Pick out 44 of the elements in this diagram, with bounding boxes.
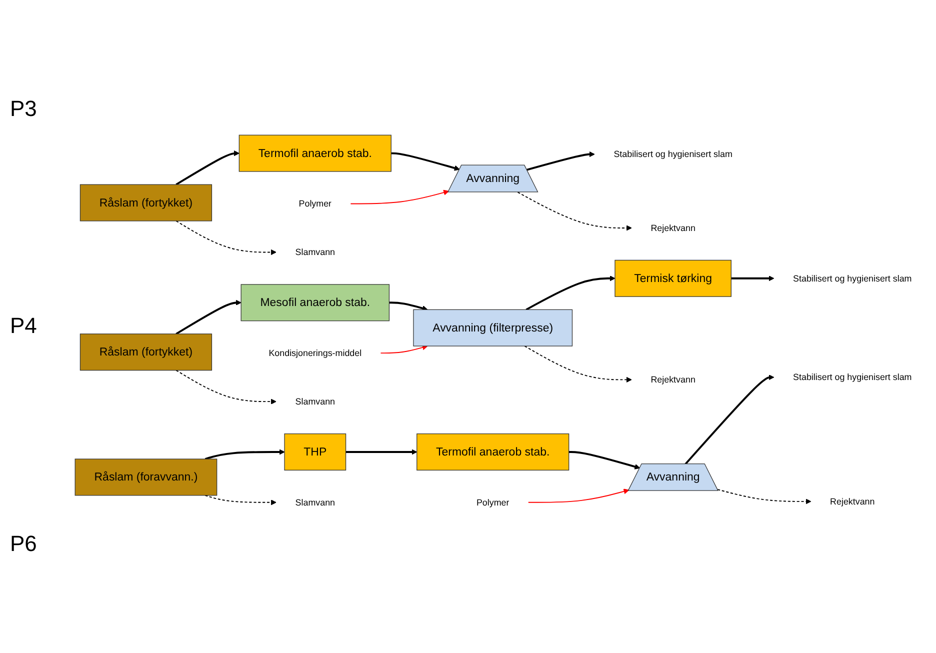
arrow — [684, 374, 774, 464]
arrow — [568, 450, 640, 469]
node-text: Stabilisert og hygienisert slam — [793, 371, 912, 382]
node-box: Termofil anaerob stab. — [238, 134, 392, 172]
node-box: Mesofil anaerob stab. — [240, 284, 390, 321]
arrow — [524, 345, 632, 382]
node-box: Råslam (fortykket) — [80, 184, 212, 221]
arrow — [731, 275, 774, 281]
arrow — [526, 151, 595, 170]
node-box: Råslam (fortykket) — [80, 333, 212, 370]
arrow — [204, 448, 285, 460]
arrow — [717, 488, 812, 504]
row-label: P3 — [10, 96, 38, 122]
node-text: Rejektvann — [650, 374, 696, 384]
arrow — [176, 369, 276, 404]
node-box: THP — [284, 433, 346, 470]
arrow — [346, 448, 418, 454]
node-text: Rejektvann — [650, 222, 696, 232]
arrow — [391, 152, 460, 170]
row-label: P4 — [10, 313, 38, 340]
node-text: Stabilisert og hygienisert slam — [614, 148, 732, 159]
arrow — [350, 189, 450, 204]
node-text: Stabilisert og hygienisert slam — [793, 272, 912, 283]
node-box: Termofil anaerob stab. — [416, 433, 570, 470]
row-label: P6 — [10, 531, 38, 558]
node-text: Slamvann — [295, 396, 336, 406]
node-text: Polymer — [476, 496, 510, 507]
arrow — [204, 494, 276, 505]
node-box: Råslam (foravvann.) — [74, 458, 218, 496]
arrow — [176, 299, 242, 334]
node-text: Polymer — [298, 198, 332, 208]
node-box: Avvanning (filterpresse) — [413, 308, 573, 346]
arrow — [389, 301, 428, 311]
arrow — [380, 344, 428, 354]
node-text: Rejektvann — [830, 496, 875, 506]
arrow — [176, 150, 240, 185]
node-text: Kondisjonerings-middel — [268, 347, 362, 358]
arrow — [526, 275, 616, 310]
node-box: Termisk tørking — [614, 259, 732, 296]
node-text: Slamvann — [295, 246, 336, 257]
arrow — [517, 191, 632, 230]
arrow — [176, 220, 276, 255]
node-text: Slamvann — [295, 496, 336, 507]
arrow — [528, 488, 630, 502]
